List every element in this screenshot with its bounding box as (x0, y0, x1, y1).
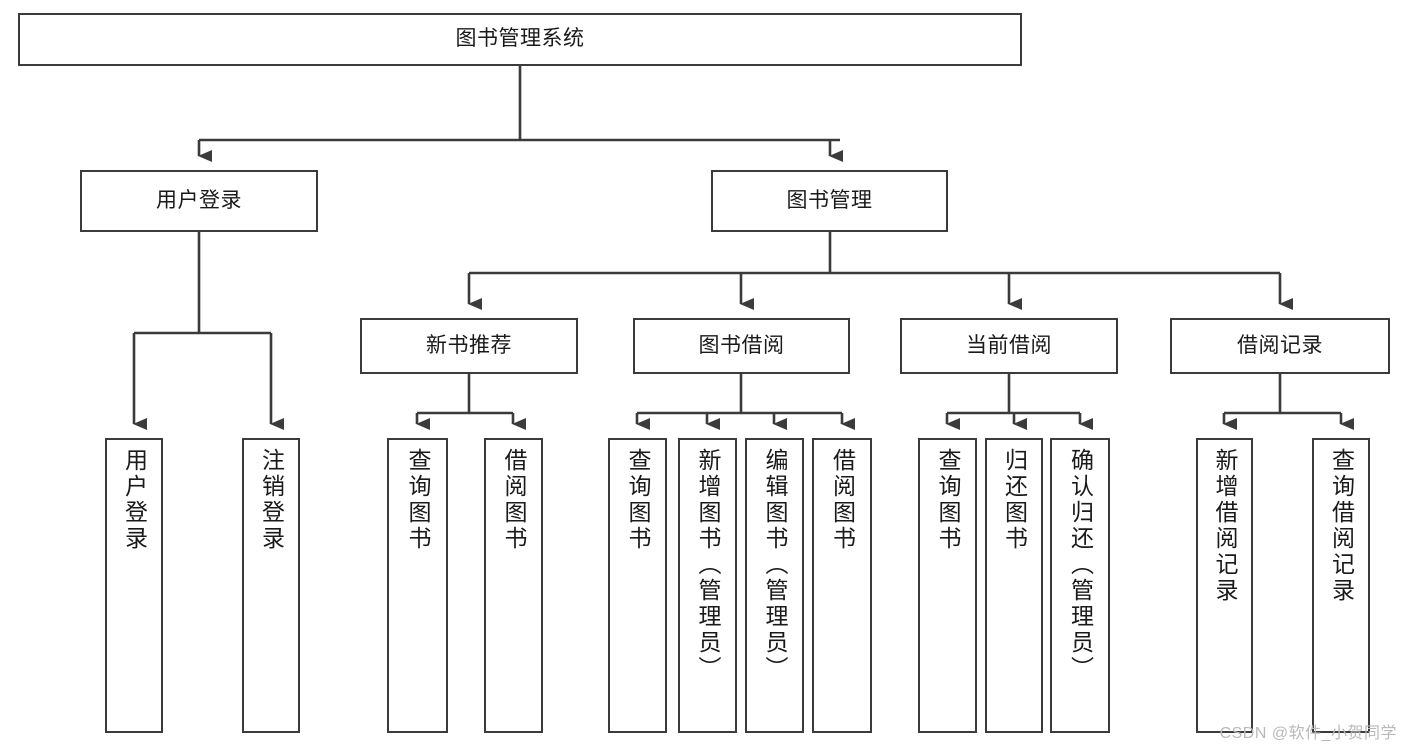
node-leaf-user-login[interactable]: 用户登录 (105, 438, 163, 733)
node-leaf-user-logout[interactable]: 注销登录 (242, 438, 300, 733)
node-leaf-add-book-admin-label: 新增图书（管理员） (695, 448, 721, 682)
node-leaf-query-book-1-label: 查询图书 (405, 448, 431, 552)
node-new-book-recommend[interactable]: 新书推荐 (360, 318, 578, 374)
node-leaf-user-logout-label: 注销登录 (258, 448, 285, 552)
node-root-label: 图书管理系统 (455, 27, 585, 51)
node-leaf-query-borrow-record[interactable]: 查询借阅记录 (1312, 438, 1370, 733)
node-leaf-user-login-label: 用户登录 (121, 448, 148, 552)
node-book-borrow[interactable]: 图书借阅 (633, 318, 850, 374)
node-leaf-return-book[interactable]: 归还图书 (985, 438, 1043, 733)
node-leaf-query-book-2[interactable]: 查询图书 (608, 438, 667, 733)
node-leaf-query-book-3[interactable]: 查询图书 (918, 438, 977, 733)
node-book-borrow-label: 图书借阅 (698, 333, 785, 357)
watermark-text: CSDN @软件_小贺同学 (1219, 725, 1397, 742)
node-leaf-borrow-book-1-label: 借阅图书 (501, 448, 527, 552)
node-leaf-borrow-book-2[interactable]: 借阅图书 (812, 438, 872, 733)
node-leaf-confirm-return-admin-label: 确认归还（管理员） (1067, 448, 1094, 682)
node-root[interactable]: 图书管理系统 (18, 13, 1022, 66)
node-leaf-add-borrow-record-label: 新增借阅记录 (1212, 448, 1238, 604)
node-leaf-add-borrow-record[interactable]: 新增借阅记录 (1196, 438, 1253, 733)
node-leaf-query-borrow-record-label: 查询借阅记录 (1328, 448, 1355, 604)
node-leaf-return-book-label: 归还图书 (1001, 448, 1028, 552)
node-borrow-record-label: 借阅记录 (1237, 333, 1323, 357)
node-leaf-add-book-admin[interactable]: 新增图书（管理员） (678, 438, 737, 733)
node-current-borrow[interactable]: 当前借阅 (900, 318, 1118, 374)
node-borrow-record[interactable]: 借阅记录 (1170, 318, 1390, 374)
node-book-manage[interactable]: 图书管理 (711, 170, 948, 232)
node-book-manage-label: 图书管理 (786, 188, 873, 212)
node-user-login-label: 用户登录 (156, 188, 242, 212)
node-leaf-borrow-book-1[interactable]: 借阅图书 (484, 438, 543, 733)
node-user-login[interactable]: 用户登录 (80, 170, 318, 232)
node-current-borrow-label: 当前借阅 (966, 333, 1052, 357)
node-leaf-confirm-return-admin[interactable]: 确认归还（管理员） (1050, 438, 1110, 733)
node-leaf-edit-book-admin[interactable]: 编辑图书（管理员） (745, 438, 804, 733)
node-leaf-borrow-book-2-label: 借阅图书 (829, 448, 856, 552)
node-leaf-edit-book-admin-label: 编辑图书（管理员） (762, 448, 788, 682)
node-new-book-recommend-label: 新书推荐 (426, 333, 512, 357)
node-leaf-query-book-3-label: 查询图书 (935, 448, 961, 552)
node-leaf-query-book-2-label: 查询图书 (625, 448, 651, 552)
node-leaf-query-book-1[interactable]: 查询图书 (387, 438, 448, 733)
